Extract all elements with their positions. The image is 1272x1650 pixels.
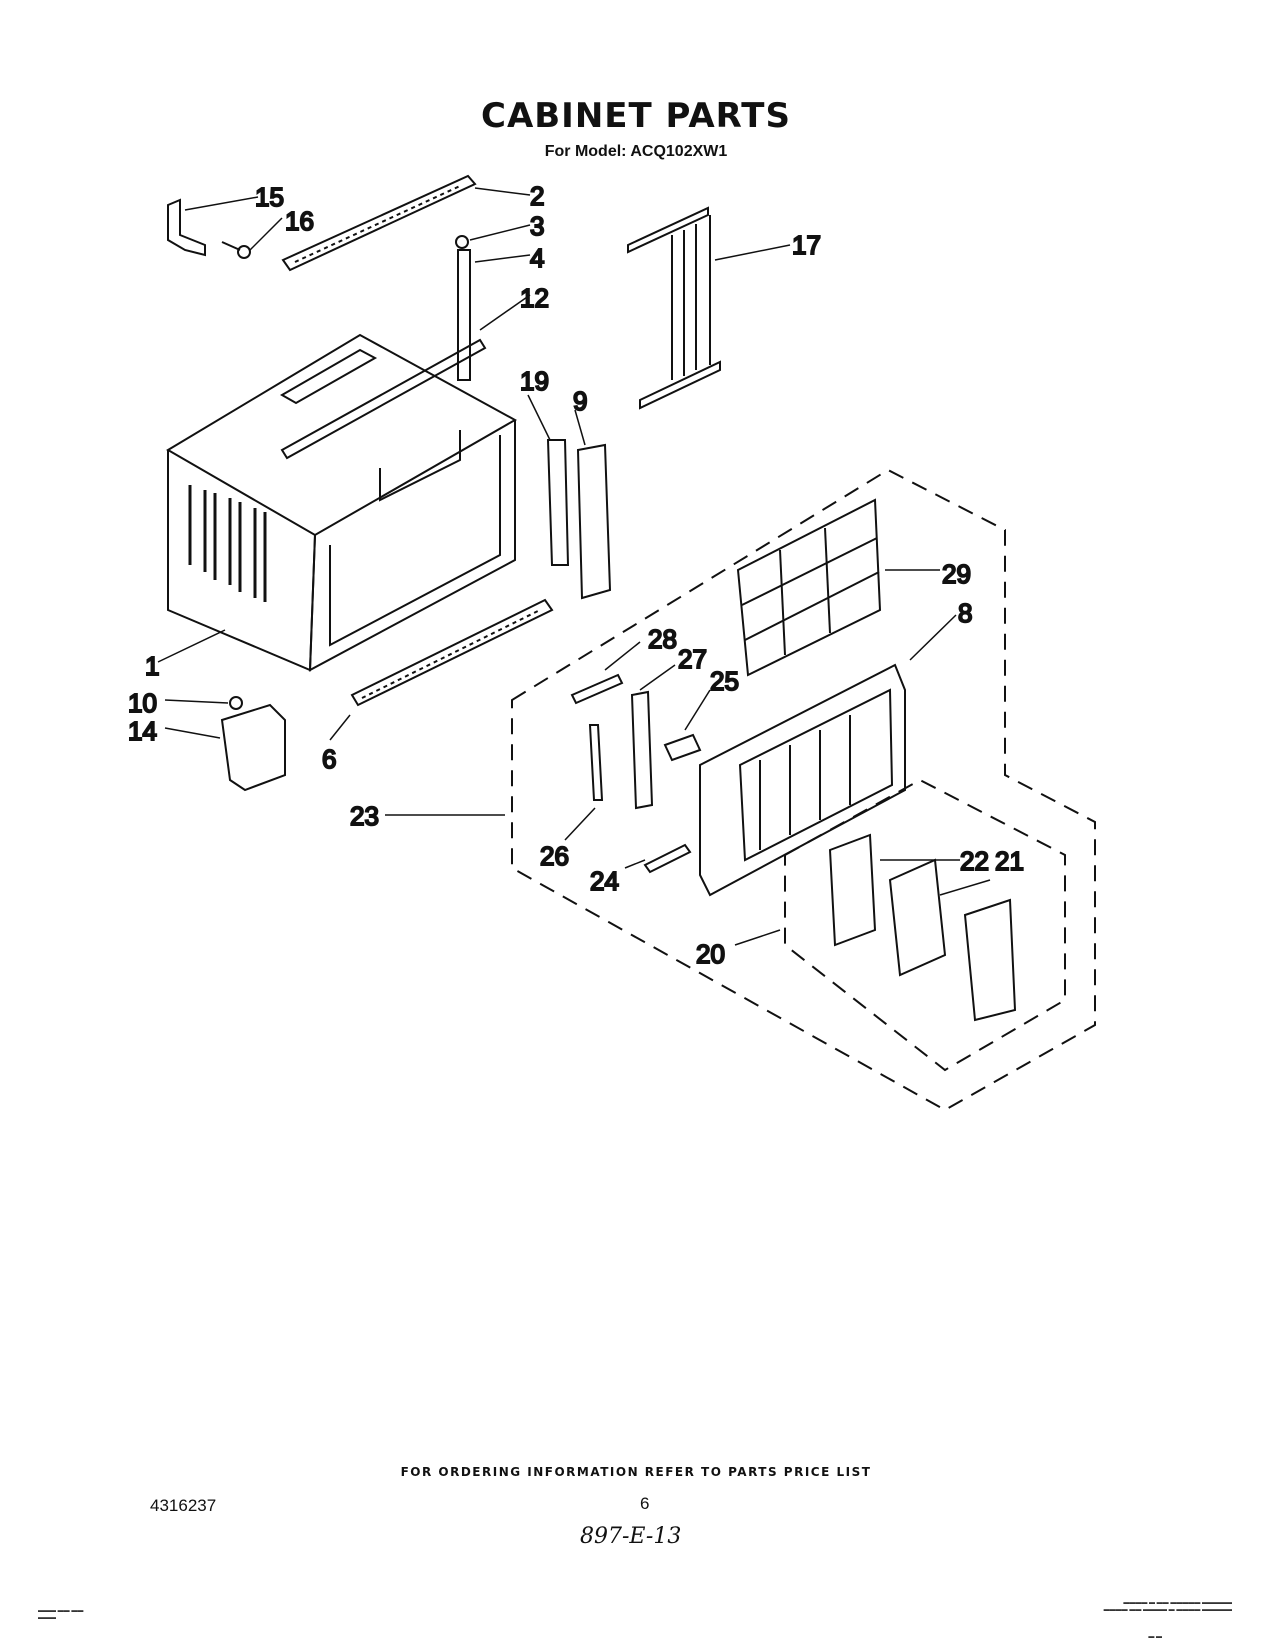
strip-part-24 bbox=[643, 843, 692, 874]
callout-27: 27 bbox=[678, 644, 707, 674]
strip-part-27 bbox=[630, 690, 654, 810]
nut-part bbox=[455, 235, 469, 249]
callout-23: 23 bbox=[350, 801, 379, 831]
callout-12: 12 bbox=[520, 283, 549, 313]
bottom-rail-strip bbox=[350, 598, 554, 707]
fine-print-corner: ▬ ▬ bbox=[1148, 1634, 1162, 1640]
callout-15: 15 bbox=[255, 182, 284, 212]
front-assembly-boundary bbox=[511, 468, 1096, 1112]
callout-14: 14 bbox=[128, 716, 157, 746]
side-gasket bbox=[546, 439, 570, 566]
callout-10: 10 bbox=[128, 688, 157, 718]
window-frame-part bbox=[627, 206, 721, 410]
top-rail-strip bbox=[281, 174, 477, 272]
callout-9: 9 bbox=[573, 386, 587, 416]
screw-10-part bbox=[229, 696, 243, 710]
strip-part-26 bbox=[588, 724, 604, 801]
louver-part-21 bbox=[888, 858, 947, 977]
fine-print-right: ▬▬▬▬ ▬ ▬▬ ▬▬▬▬▬ ▬▬▬▬▬▬▬▬▬ ▬▬ ▬▬▬▬ ▬ ▬▬▬▬… bbox=[1103, 1600, 1232, 1613]
callout-2: 2 bbox=[530, 181, 544, 211]
callout-29: 29 bbox=[942, 559, 971, 589]
callout-8: 8 bbox=[958, 598, 972, 628]
handwritten-note: 897-E-13 bbox=[580, 1524, 682, 1549]
callout-21: 21 bbox=[995, 846, 1024, 876]
vent-frame-part-22 bbox=[828, 833, 877, 947]
page-number: 6 bbox=[640, 1494, 650, 1513]
front-panel bbox=[699, 663, 906, 897]
callout-19: 19 bbox=[520, 366, 549, 396]
vent-assembly-boundary bbox=[784, 778, 1066, 1072]
callout-25: 25 bbox=[710, 666, 739, 696]
callout-1: 1 bbox=[145, 651, 159, 681]
fine-print-left: ▬▬▬ ▬▬ ▬▬▬▬▬ bbox=[38, 1608, 84, 1621]
callout-3: 3 bbox=[530, 211, 544, 241]
parts-bag bbox=[220, 703, 286, 792]
callout-16: 16 bbox=[285, 206, 314, 236]
mounting-plate bbox=[457, 249, 471, 381]
callout-26: 26 bbox=[540, 841, 569, 871]
strip-part-28 bbox=[570, 673, 624, 705]
callout-17: 17 bbox=[792, 230, 821, 260]
part-number: 4316237 bbox=[150, 1496, 217, 1515]
callout-4: 4 bbox=[530, 243, 544, 273]
callout-20: 20 bbox=[696, 939, 725, 969]
bracket-part bbox=[167, 198, 206, 257]
callout-6: 6 bbox=[322, 744, 336, 774]
callout-24: 24 bbox=[590, 866, 619, 896]
control-housing-part bbox=[963, 898, 1017, 1022]
model-subtitle: For Model: ACQ102XW1 bbox=[544, 143, 728, 160]
air-filter-grille bbox=[736, 498, 882, 677]
cabinet-housing bbox=[166, 333, 518, 672]
callout-28: 28 bbox=[648, 624, 677, 654]
leader-lines bbox=[157, 187, 991, 946]
callout-22: 22 bbox=[960, 846, 989, 876]
screw-part bbox=[221, 241, 251, 259]
filter-panel bbox=[576, 443, 612, 600]
clip-part-25 bbox=[663, 733, 702, 762]
page-title: CABINET PARTS bbox=[481, 96, 791, 136]
ordering-note: FOR ORDERING INFORMATION REFER TO PARTS … bbox=[400, 1465, 872, 1479]
